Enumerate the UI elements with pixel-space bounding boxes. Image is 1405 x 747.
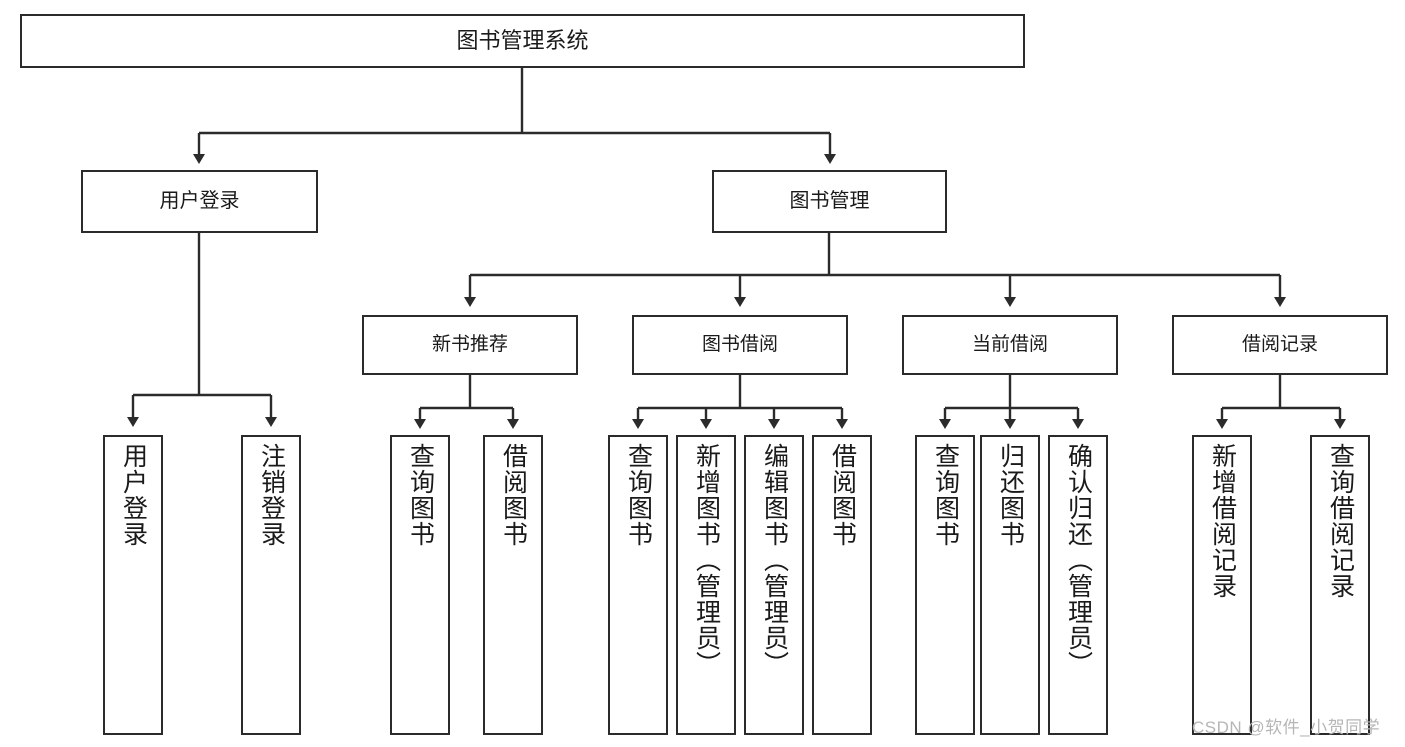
- leaf-record-add-borrow-record[interactable]: 新增借阅记录: [1192, 435, 1252, 735]
- watermark-text: CSDN @软件_小贺同学: [1192, 718, 1381, 737]
- node-label: 编辑图书（管理员）: [760, 443, 789, 677]
- node-user-login[interactable]: 用户登录: [81, 170, 318, 233]
- node-label: 新书推荐: [431, 333, 508, 355]
- node-label: 借阅图书: [499, 443, 528, 547]
- node-label: 图书借阅: [701, 333, 778, 355]
- node-label: 当前借阅: [971, 333, 1048, 355]
- node-label: 新增借阅记录: [1208, 443, 1237, 599]
- leaf-borrow-borrow-book[interactable]: 借阅图书: [812, 435, 872, 735]
- node-new-book-recommend[interactable]: 新书推荐: [362, 315, 578, 375]
- node-label: 借阅图书: [828, 443, 857, 547]
- leaf-login-logout[interactable]: 注销登录: [241, 435, 301, 735]
- node-label: 借阅记录: [1241, 333, 1318, 355]
- leaf-login-user-login[interactable]: 用户登录: [103, 435, 163, 735]
- node-book-management[interactable]: 图书管理: [712, 170, 947, 233]
- leaf-current-return-book[interactable]: 归还图书: [980, 435, 1040, 735]
- node-label: 新增图书（管理员）: [692, 443, 721, 677]
- node-label: 归还图书: [996, 443, 1025, 547]
- leaf-borrow-edit-book-admin[interactable]: 编辑图书（管理员）: [744, 435, 804, 735]
- node-label: 用户登录: [159, 189, 240, 212]
- node-label: 查询图书: [624, 443, 653, 547]
- leaf-newbook-borrow-book[interactable]: 借阅图书: [483, 435, 543, 735]
- node-current-borrow[interactable]: 当前借阅: [902, 315, 1118, 375]
- leaf-record-query-borrow-record[interactable]: 查询借阅记录: [1310, 435, 1370, 735]
- node-borrow-record[interactable]: 借阅记录: [1172, 315, 1388, 375]
- node-label: 图书管理系统: [456, 28, 589, 54]
- node-label: 注销登录: [257, 443, 286, 547]
- node-label: 确认归还（管理员）: [1064, 443, 1093, 677]
- node-label: 图书管理: [789, 189, 870, 212]
- node-label: 查询图书: [931, 443, 960, 547]
- leaf-borrow-query-book[interactable]: 查询图书: [608, 435, 668, 735]
- leaf-borrow-add-book-admin[interactable]: 新增图书（管理员）: [676, 435, 736, 735]
- leaf-newbook-query-book[interactable]: 查询图书: [390, 435, 450, 735]
- node-label: 查询图书: [406, 443, 435, 547]
- node-book-borrow[interactable]: 图书借阅: [632, 315, 848, 375]
- leaf-current-query-book[interactable]: 查询图书: [915, 435, 975, 735]
- node-label: 用户登录: [119, 443, 148, 547]
- node-root-system[interactable]: 图书管理系统: [20, 14, 1025, 68]
- node-label: 查询借阅记录: [1326, 443, 1355, 599]
- leaf-current-confirm-return-admin[interactable]: 确认归还（管理员）: [1048, 435, 1108, 735]
